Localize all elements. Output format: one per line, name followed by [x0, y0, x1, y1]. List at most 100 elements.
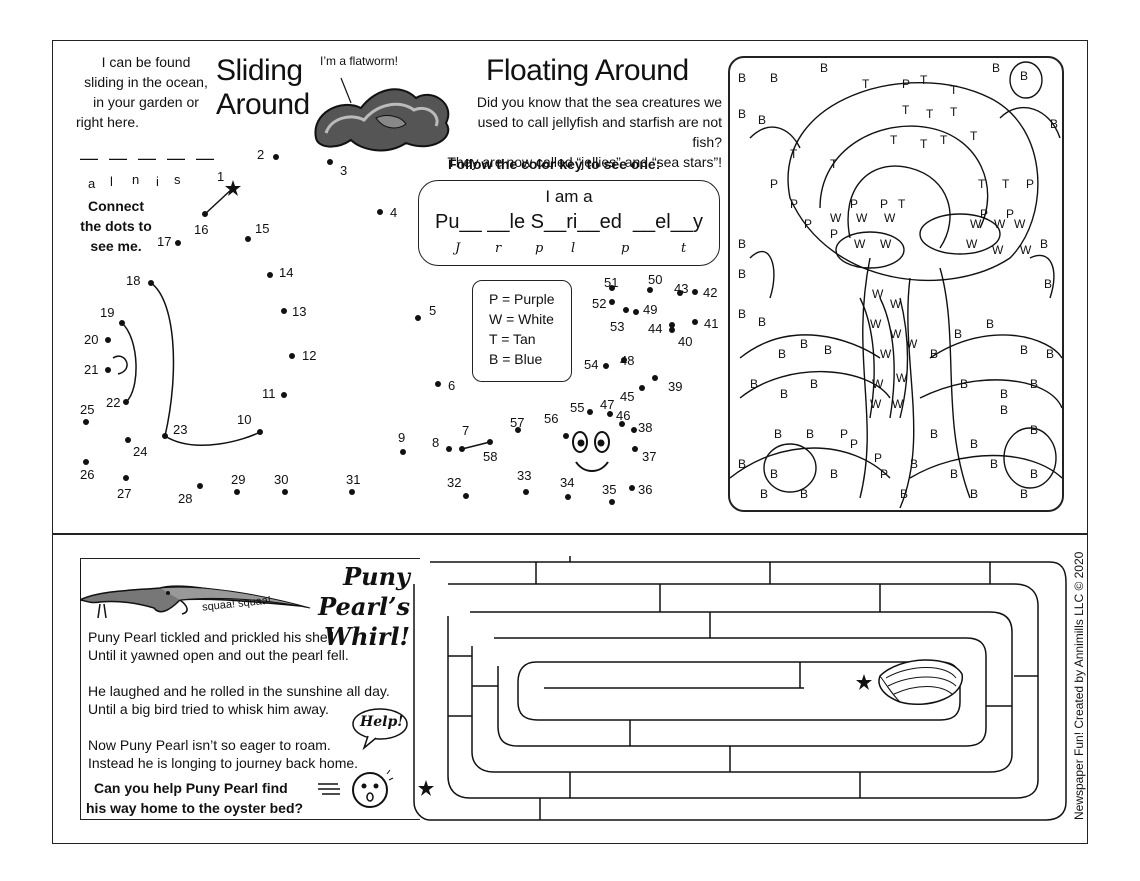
- jelly-color-letter: B: [1030, 423, 1038, 437]
- dot-number: 42: [703, 285, 718, 300]
- jelly-color-letter: W: [872, 287, 884, 301]
- jelly-color-letter: B: [824, 343, 832, 357]
- dot-number: 16: [194, 222, 209, 237]
- dot-point[interactable]: [105, 337, 111, 343]
- dot-point[interactable]: [587, 409, 593, 415]
- dot-point[interactable]: [609, 285, 615, 291]
- hint-letter: p: [535, 241, 544, 256]
- dot-point[interactable]: [609, 299, 615, 305]
- jelly-color-letter: P: [770, 177, 778, 191]
- dot-point[interactable]: [631, 427, 637, 433]
- dot-point[interactable]: [400, 449, 406, 455]
- dot-point[interactable]: [289, 353, 295, 359]
- jelly-color-letter: B: [930, 347, 938, 361]
- poem-line: Instead he is longing to journey back ho…: [88, 755, 359, 771]
- dot-point[interactable]: [669, 327, 675, 333]
- jelly-color-letter: B: [970, 487, 978, 501]
- sliding-around-title: Sliding Around: [216, 54, 310, 122]
- dot-point[interactable]: [197, 483, 203, 489]
- dot-point[interactable]: [565, 494, 571, 500]
- dot-point[interactable]: [123, 399, 129, 405]
- dot-point[interactable]: [377, 209, 383, 215]
- text-line: They are now called “jellies” and “sea s…: [447, 154, 722, 170]
- dot-point[interactable]: [629, 485, 635, 491]
- dot-to-dot-lines: [112, 180, 491, 450]
- dot-point[interactable]: [515, 427, 521, 433]
- dot-point[interactable]: [162, 433, 168, 439]
- answer-box: I am a Pu__ __le S__ri__ed __el__y J r p…: [418, 180, 720, 266]
- jelly-color-letter: B: [1040, 237, 1048, 251]
- dot-point[interactable]: [175, 240, 181, 246]
- dot-point[interactable]: [257, 429, 263, 435]
- jelly-color-letter: P: [1006, 207, 1014, 221]
- dot-point[interactable]: [677, 290, 683, 296]
- dot-point[interactable]: [234, 489, 240, 495]
- dot-point[interactable]: [327, 159, 333, 165]
- answer-template: Pu__ __le S__ri__ed __el__y: [435, 211, 703, 233]
- dot-point[interactable]: [619, 421, 625, 427]
- jelly-color-letter: B: [738, 71, 746, 85]
- jelly-color-letter: B: [770, 71, 778, 85]
- dot-point[interactable]: [563, 433, 569, 439]
- dot-point[interactable]: [202, 211, 208, 217]
- dot-point[interactable]: [692, 319, 698, 325]
- dot-point[interactable]: [647, 287, 653, 293]
- dot-point[interactable]: [632, 446, 638, 452]
- jelly-color-letter: W: [1014, 217, 1026, 231]
- maze[interactable]: [410, 556, 1070, 826]
- jelly-color-letter: W: [890, 297, 902, 311]
- dot-point[interactable]: [603, 363, 609, 369]
- dot-point[interactable]: [245, 236, 251, 242]
- dot-point[interactable]: [281, 392, 287, 398]
- dot-point[interactable]: [487, 439, 493, 445]
- dot-point[interactable]: [607, 411, 613, 417]
- jelly-color-letter: B: [986, 317, 994, 331]
- dot-point[interactable]: [105, 367, 111, 373]
- dot-number: 45: [620, 389, 635, 404]
- jelly-outline: [739, 371, 891, 399]
- jelly-color-letter: B: [738, 107, 746, 121]
- dot-point[interactable]: [639, 385, 645, 391]
- dot-point[interactable]: [83, 459, 89, 465]
- dot-point[interactable]: [273, 154, 279, 160]
- dot-point[interactable]: [281, 308, 287, 314]
- dot-point[interactable]: [267, 272, 273, 278]
- dot-point[interactable]: [523, 489, 529, 495]
- dot-point[interactable]: [415, 315, 421, 321]
- scramble-letter: a: [88, 176, 96, 191]
- dot-point[interactable]: [609, 499, 615, 505]
- dot-point[interactable]: [623, 307, 629, 313]
- dot-point[interactable]: [692, 289, 698, 295]
- dot-point[interactable]: [148, 280, 154, 286]
- jelly-color-letter: B: [820, 61, 828, 75]
- dot-point[interactable]: [123, 475, 129, 481]
- jelly-color-letter: P: [1026, 177, 1034, 191]
- jelly-color-letter: B: [800, 487, 808, 501]
- jelly-outline: [859, 297, 909, 419]
- jelly-color-letter: B: [910, 457, 918, 471]
- dot-point[interactable]: [621, 357, 627, 363]
- dot-point[interactable]: [83, 419, 89, 425]
- dot-point[interactable]: [669, 322, 675, 328]
- hint-letter: p: [621, 241, 630, 256]
- dot-point[interactable]: [435, 381, 441, 387]
- dot-point[interactable]: [633, 309, 639, 315]
- jelly-color-letter: B: [1020, 487, 1028, 501]
- dot-point[interactable]: [459, 446, 465, 452]
- dot-number: 56: [544, 411, 559, 426]
- jelly-color-letter: B: [1020, 69, 1028, 83]
- dot-point[interactable]: [125, 437, 131, 443]
- dot-point[interactable]: [119, 320, 125, 326]
- jelly-color-letter: W: [896, 371, 908, 385]
- dot-point[interactable]: [282, 489, 288, 495]
- oyster-icon: [878, 659, 963, 706]
- dot-point[interactable]: [652, 375, 658, 381]
- dot-point[interactable]: [446, 446, 452, 452]
- dot-point[interactable]: [463, 493, 469, 499]
- dot-point[interactable]: [349, 489, 355, 495]
- jelly-color-letter: P: [804, 217, 812, 231]
- jelly-color-letter: T: [898, 197, 906, 211]
- hint-letter: J: [455, 241, 461, 256]
